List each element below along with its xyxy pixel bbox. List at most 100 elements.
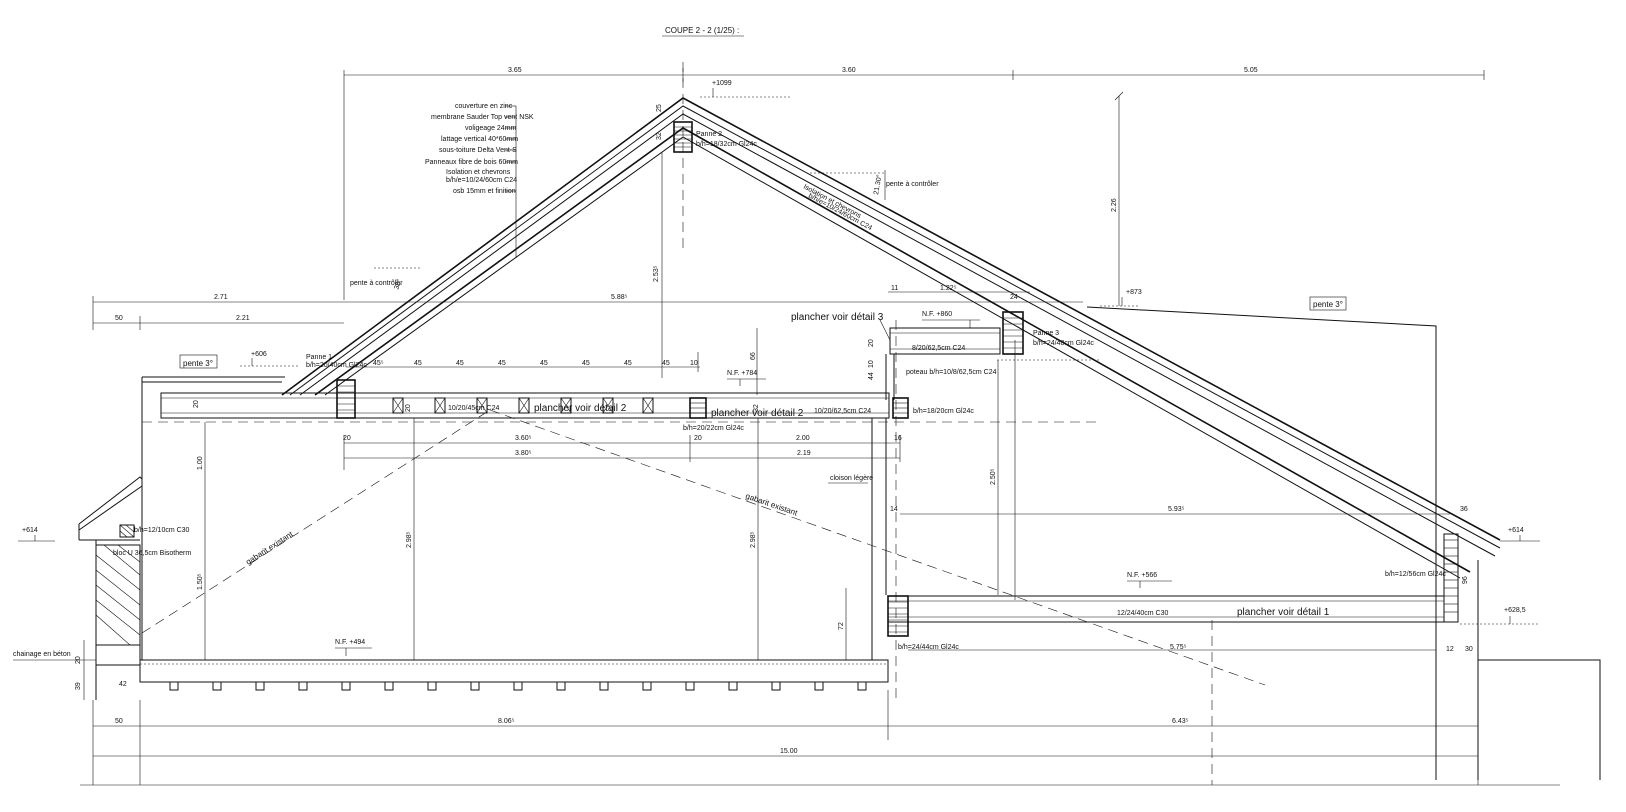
svg-text:21.30°: 21.30° xyxy=(872,174,883,196)
level-ridge: +1099 xyxy=(700,80,790,98)
svg-text:14: 14 xyxy=(890,506,898,513)
svg-text:45: 45 xyxy=(540,360,548,367)
svg-text:1.50⁵: 1.50⁵ xyxy=(197,573,204,590)
panne-3-spec: b/h=24/48cm Gl24c xyxy=(1033,340,1094,347)
pente-right-label: pente 3° xyxy=(1313,300,1343,309)
svg-text:bloc U 36,5cm Bisotherm: bloc U 36,5cm Bisotherm xyxy=(113,550,191,557)
svg-text:12: 12 xyxy=(1446,646,1454,653)
layer-6: Panneaux fibre de bois 60mm xyxy=(425,159,518,166)
svg-text:36: 36 xyxy=(1460,506,1468,513)
ground-slab: N.F. +494 xyxy=(139,639,889,691)
drawing-title: COUPE 2 - 2 (1/25) : xyxy=(665,26,739,35)
svg-text:plancher voir détail 3: plancher voir détail 3 xyxy=(791,312,884,323)
layer-8: b/h/e=10/24/60cm C24 xyxy=(446,177,517,184)
svg-text:44: 44 xyxy=(868,372,875,380)
floor-upper: 10/20/45cm C24 plancher voir détail 2 pl… xyxy=(142,379,1100,432)
panne-3: Panne 3 b/h=24/48cm Gl24c xyxy=(997,311,1100,361)
svg-text:25: 25 xyxy=(656,104,663,112)
svg-text:20: 20 xyxy=(343,435,351,442)
svg-text:38°: 38° xyxy=(392,278,403,291)
right-room: 2.50⁵ 5.93⁵ 36 b/h=12/56cm Gl24c 96 +614… xyxy=(900,340,1601,780)
roof-left-slope xyxy=(281,97,1501,579)
layer-4: lattage vertical 40*60mm xyxy=(441,136,518,143)
svg-text:5.93⁵: 5.93⁵ xyxy=(1168,506,1185,513)
svg-text:N.F. +860: N.F. +860 xyxy=(922,311,952,318)
svg-text:5.75⁵: 5.75⁵ xyxy=(1170,644,1187,651)
svg-text:2.98⁵: 2.98⁵ xyxy=(750,531,757,548)
svg-text:20: 20 xyxy=(868,339,875,347)
svg-text:b/h=18/20cm Gl24c: b/h=18/20cm Gl24c xyxy=(913,408,974,415)
svg-text:45: 45 xyxy=(624,360,632,367)
svg-text:1.22⁵: 1.22⁵ xyxy=(940,285,957,292)
svg-text:20: 20 xyxy=(193,400,200,408)
svg-text:pente à contrôler: pente à contrôler xyxy=(886,181,939,188)
svg-text:N.F. +566: N.F. +566 xyxy=(1127,572,1157,579)
svg-text:16: 16 xyxy=(894,435,902,442)
level-873: +873 pente 3° xyxy=(1086,289,1437,540)
svg-text:39: 39 xyxy=(75,682,82,690)
svg-text:5.88⁵: 5.88⁵ xyxy=(611,294,628,301)
svg-text:2.21: 2.21 xyxy=(236,315,250,322)
pente-ctrl-right: pente à contrôler 21.30° xyxy=(810,170,939,200)
top-dimension-chain: 3.65 3.60 5.05 xyxy=(343,67,1485,300)
svg-text:8.06⁵: 8.06⁵ xyxy=(498,718,515,725)
svg-text:+628,5: +628,5 xyxy=(1504,607,1526,614)
svg-text:3.60⁵: 3.60⁵ xyxy=(515,435,532,442)
layer-7: Isolation et chevrons xyxy=(446,169,511,176)
dim-top-2: 3.60 xyxy=(842,67,856,74)
eave-left xyxy=(78,476,143,541)
svg-text:2.19: 2.19 xyxy=(797,450,811,457)
dims-row-2: 2.71 5.88⁵ 50 2.21 11 1.22⁵ 24 xyxy=(92,285,1083,330)
svg-text:10: 10 xyxy=(690,360,698,367)
svg-text:8/20/62,5cm C24: 8/20/62,5cm C24 xyxy=(912,345,965,352)
layer-2: membrane Sauder Top vent NSK xyxy=(431,114,534,121)
svg-text:10/20/45cm C24: 10/20/45cm C24 xyxy=(448,405,499,412)
svg-text:2.50⁵: 2.50⁵ xyxy=(990,468,997,485)
svg-text:15.00: 15.00 xyxy=(780,748,798,755)
svg-text:10/20/62,5cm C24: 10/20/62,5cm C24 xyxy=(814,408,871,415)
svg-text:+614: +614 xyxy=(1508,527,1524,534)
svg-text:2.71: 2.71 xyxy=(214,294,228,301)
plancher-3: plancher voir détail 3 N.F. +860 8/20/62… xyxy=(791,311,1001,400)
svg-text:chainage en béton: chainage en béton xyxy=(13,651,71,658)
svg-text:1.00: 1.00 xyxy=(197,456,204,470)
svg-text:b/h=12/10cm C30: b/h=12/10cm C30 xyxy=(134,527,190,534)
layer-5: sous-toiture Delta Vent-S xyxy=(439,147,517,154)
svg-text:32: 32 xyxy=(753,404,760,412)
svg-text:pente à contrôler: pente à contrôler xyxy=(350,280,403,287)
layer-1: couverture en zinc xyxy=(455,103,513,110)
dim-v253: 2.53⁵ xyxy=(653,152,663,378)
svg-text:20: 20 xyxy=(75,656,82,664)
joist-spacing: 45⁵ 45 45 45 45 45 45 45 10 66 N.F. +784 xyxy=(346,328,766,395)
svg-text:+1099: +1099 xyxy=(712,80,732,87)
layer-3: voligeage 24mm xyxy=(465,125,517,132)
svg-text:32: 32 xyxy=(656,132,663,140)
svg-text:72: 72 xyxy=(838,622,845,630)
plancher-2a-label: plancher voir détail 2 xyxy=(534,403,627,414)
panne-1-label: Panne 1 xyxy=(306,354,332,361)
left-low-roof: pente 3° +606 Panne 1 b/h=20/40cm Gl24c xyxy=(141,351,367,383)
svg-text:45: 45 xyxy=(582,360,590,367)
svg-text:42: 42 xyxy=(119,681,127,688)
svg-text:+606: +606 xyxy=(251,351,267,358)
svg-text:11: 11 xyxy=(891,285,898,292)
dim-top-3: 5.05 xyxy=(1244,67,1258,74)
plancher-1-label: plancher voir détail 1 xyxy=(1237,607,1330,618)
floor-lower: 12/24/40cm C30 plancher voir détail 1 b/… xyxy=(887,572,1445,651)
svg-text:96: 96 xyxy=(1462,576,1469,584)
svg-text:gabarit existant: gabarit existant xyxy=(244,529,295,567)
svg-text:12/24/40cm C30: 12/24/40cm C30 xyxy=(1117,610,1168,617)
svg-text:2.26: 2.26 xyxy=(1111,198,1118,212)
middle-wall: cloison légère 14 xyxy=(828,320,898,700)
svg-text:+614: +614 xyxy=(22,527,38,534)
pente-ctrl-left: pente à contrôler 38° xyxy=(350,267,420,291)
svg-text:24: 24 xyxy=(1010,294,1018,301)
layer-9: osb 15mm et finition xyxy=(453,188,516,195)
gabarit-existant: gabarit existant gabarit existant xyxy=(141,409,1266,686)
svg-text:6.43⁵: 6.43⁵ xyxy=(1172,718,1189,725)
svg-text:45⁵: 45⁵ xyxy=(373,360,384,367)
panne-1-spec: b/h=20/40cm Gl24c xyxy=(306,362,367,369)
layers-legend: couverture en zinc membrane Sauder Top v… xyxy=(425,103,534,258)
plancher-2b-label: plancher voir détail 2 xyxy=(711,408,804,419)
